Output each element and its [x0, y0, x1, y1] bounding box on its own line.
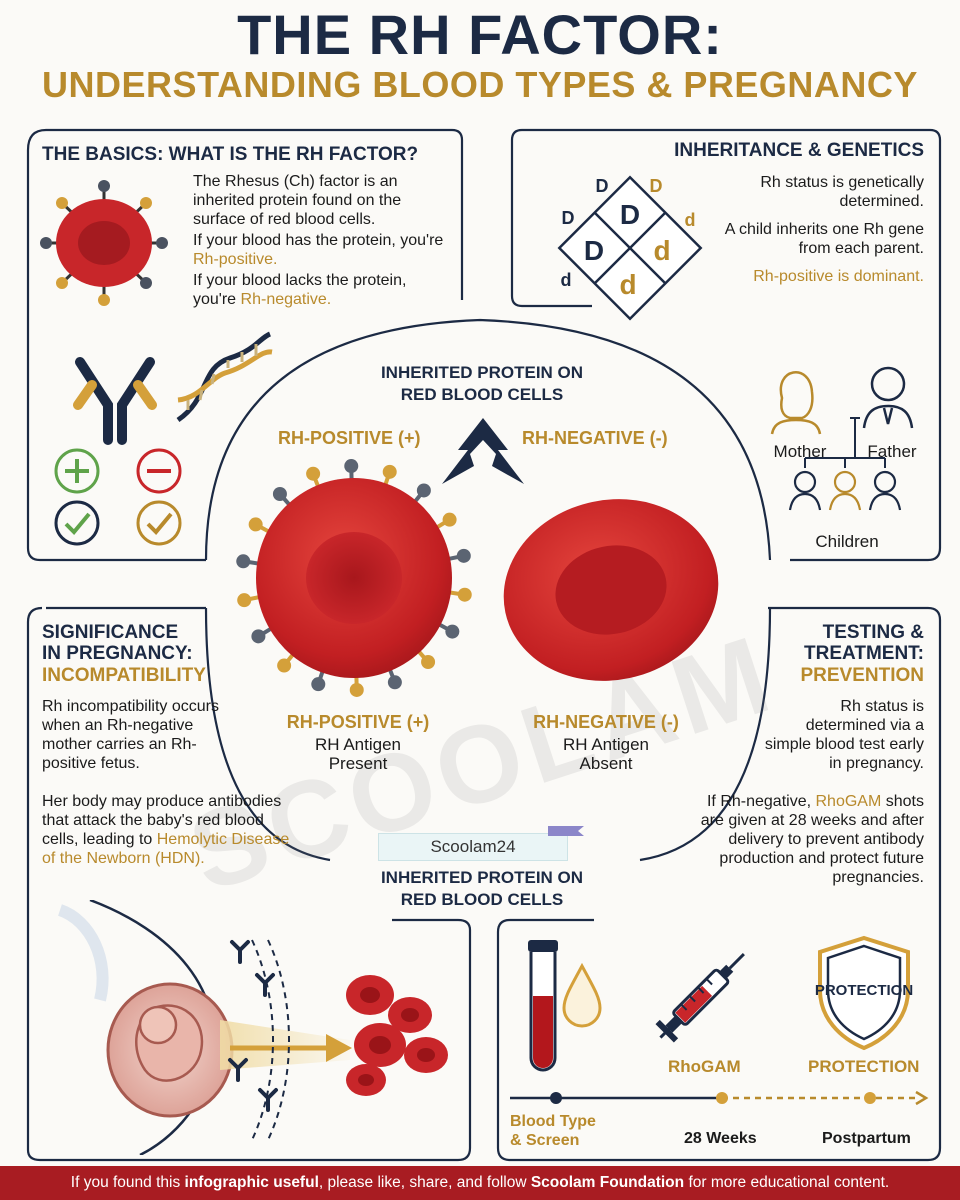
antigen-head — [306, 466, 321, 481]
footer-text: If you found this infographic useful, pl… — [70, 1174, 890, 1191]
antibody-icon — [73, 357, 157, 445]
antigen-head — [344, 459, 359, 474]
shield-label: PROTECTION — [814, 982, 914, 999]
pregnancy-text-2: Her body may produce antibodies that att… — [42, 792, 292, 868]
flag-icon — [548, 826, 584, 836]
rh-positive-cell-icon — [40, 180, 168, 306]
check-circle-gold-icon — [136, 500, 182, 546]
check-circle-navy-icon — [54, 500, 100, 546]
pregnancy-p1: Rh incompatibility occurs when an Rh-neg… — [42, 698, 219, 772]
center-bottom-label: INHERITED PROTEIN ON RED BLOOD CELLS — [380, 868, 584, 909]
children-label: Children — [815, 532, 879, 551]
antigen-head — [248, 517, 263, 532]
punnett-cell-bottom: d — [619, 269, 636, 300]
punnett-square: D D d d D D D d d — [557, 175, 703, 321]
rh-negative-top-label: RH-NEGATIVE (-) — [522, 428, 668, 448]
genetics-p2: A child inherits one Rh gene from each p… — [724, 221, 924, 257]
antigen-head — [237, 593, 252, 608]
basics-heading: THE BASICS: WHAT IS THE RH FACTOR? — [42, 144, 419, 165]
basics-p3: If your blood lacks the protein, you're … — [193, 272, 407, 308]
antigen-head — [387, 675, 402, 690]
genetics-p3: Rh-positive is dominant. — [753, 268, 924, 285]
punnett-cell-left: D — [584, 235, 604, 266]
timeline-step-2: 28 Weeks — [684, 1130, 757, 1147]
antigen-head — [251, 629, 266, 644]
plus-circle-icon — [54, 448, 100, 494]
shield-icon — [818, 935, 910, 1051]
family-tree — [770, 366, 914, 511]
pregnancy-heading-2: IN PREGNANCY: — [42, 643, 193, 664]
allele-label: d — [685, 210, 696, 230]
antigen-head — [277, 658, 292, 673]
pregnancy-heading-1: SIGNIFICANCE — [42, 622, 179, 643]
testing-heading-3: PREVENTION — [800, 665, 924, 686]
rh-negative-cell — [503, 499, 719, 681]
antigen-head — [445, 624, 460, 639]
pregnancy-illustration — [57, 900, 448, 1155]
antigen-head — [457, 587, 472, 602]
genetics-p1: Rh status is genetically determined. — [760, 174, 924, 210]
footer-banner: If you found this infographic useful, pl… — [0, 1166, 960, 1200]
protection-label: PROTECTION — [808, 1057, 920, 1076]
rh-positive-bottom-label: RH-POSITIVE (+) — [286, 712, 430, 732]
genetics-heading: INHERITANCE & GENETICS — [674, 140, 924, 161]
watermark-tag: Scoolam24 — [378, 833, 568, 861]
rh-positive-cell — [236, 459, 472, 697]
timeline-step-1: Blood Type & Screen — [510, 1113, 596, 1149]
antigen-head — [236, 554, 251, 569]
syringe-icon — [655, 953, 745, 1043]
antigen-head — [416, 483, 431, 498]
father-label: Father — [867, 442, 917, 461]
allele-label: d — [561, 270, 572, 290]
antigen-head — [382, 464, 397, 479]
dna-icon — [176, 331, 273, 423]
center-top-label: INHERITED PROTEIN ON RED BLOOD CELLS — [380, 363, 584, 404]
page-title: THE RH FACTOR: — [237, 3, 723, 66]
pregnancy-p2: Her body may produce antibodies that att… — [42, 793, 290, 867]
allele-label: D — [650, 176, 663, 196]
rh-positive-top-label: RH-POSITIVE (+) — [278, 428, 421, 448]
testing-p1: Rh status is determined via a simple blo… — [764, 698, 924, 772]
testing-text: Rh status is determined via a simple blo… — [760, 697, 924, 773]
punnett-cell-top: D — [620, 199, 640, 230]
allele-label: D — [596, 176, 609, 196]
rh-positive-desc: RH Antigen Present — [315, 735, 401, 773]
genetics-text: Rh status is genetically determined. A c… — [720, 173, 924, 286]
split-arrow-icon — [442, 418, 524, 484]
antigen-head — [442, 512, 457, 527]
allele-label: D — [562, 208, 575, 228]
pregnancy-heading-3: INCOMPATIBILITY — [42, 665, 206, 686]
antigen-head — [272, 486, 287, 501]
antigen-head — [349, 682, 364, 697]
basics-text: The Rhesus (Ch) factor is an inherited p… — [193, 172, 453, 309]
minus-circle-icon — [136, 448, 182, 494]
punnett-cell-right: d — [653, 235, 670, 266]
blood-test-tube-icon — [528, 940, 602, 1072]
timeline — [510, 1090, 929, 1106]
testing-p2: If Rh-negative, RhoGAM shots are given a… — [700, 793, 924, 886]
pregnancy-text: Rh incompatibility occurs when an Rh-neg… — [42, 697, 242, 773]
antigen-head — [311, 677, 326, 692]
antigen-head — [421, 655, 436, 670]
mother-label: Mother — [773, 442, 827, 461]
timeline-step-3: Postpartum — [822, 1130, 911, 1147]
antigen-head — [456, 548, 471, 563]
testing-heading-1: TESTING & — [822, 622, 924, 643]
testing-text-2: If Rh-negative, RhoGAM shots are given a… — [690, 792, 924, 887]
rh-negative-bottom-label: RH-NEGATIVE (-) — [533, 712, 679, 732]
basics-p2: If your blood has the protein, you're Rh… — [193, 232, 444, 268]
page-subtitle: UNDERSTANDING BLOOD TYPES & PREGNANCY — [42, 64, 918, 105]
basics-p1: The Rhesus (Ch) factor is an inherited p… — [193, 173, 402, 228]
testing-heading-2: TREATMENT: — [804, 643, 924, 664]
rhogam-label: RhoGAM — [668, 1057, 741, 1076]
rh-negative-desc: RH Antigen Absent — [563, 735, 649, 773]
